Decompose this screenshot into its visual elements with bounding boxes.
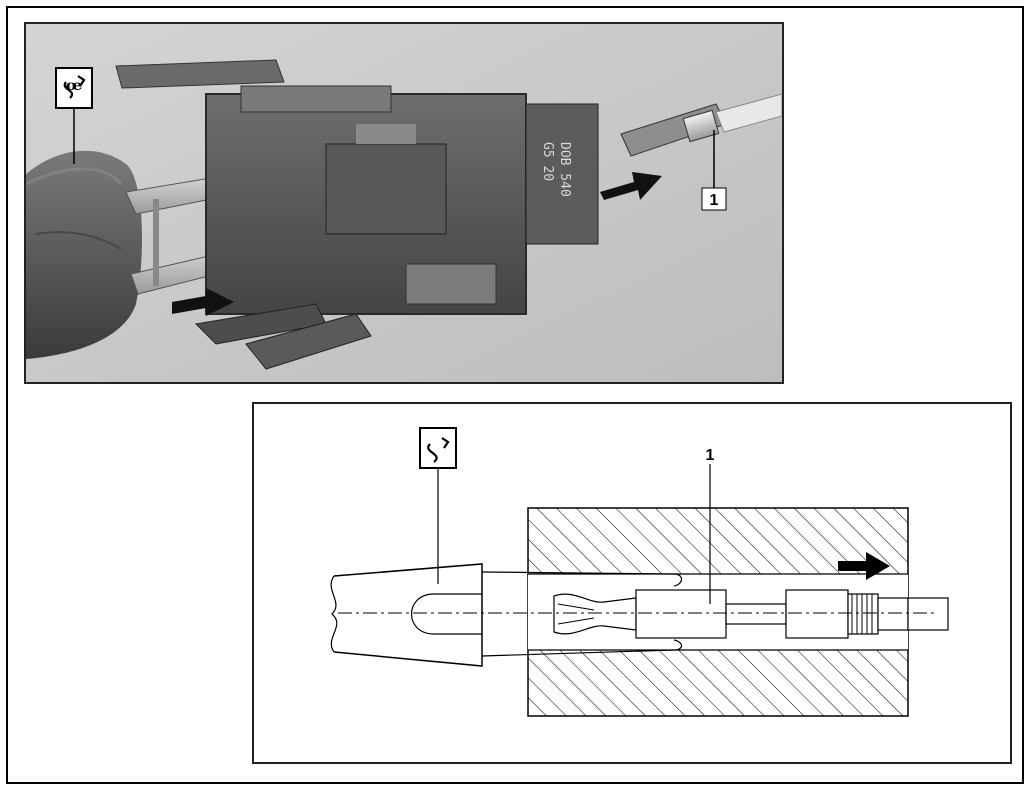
photo-illustration: DOB 540 G5 20 1 ꟹ (26, 24, 782, 382)
pull-arrow (838, 552, 890, 580)
connector-housing: DOB 540 G5 20 (115, 59, 599, 370)
contact-terminal (620, 93, 782, 157)
drawing-panel: 1 (252, 402, 1012, 764)
callout-box-1 (701, 187, 727, 211)
callout-label-1: 1 (706, 447, 715, 464)
special-tool-symbol-icon: ꟹ (55, 67, 93, 164)
push-arrow-left (172, 288, 234, 316)
photo-panel: DOB 540 G5 20 1 ꟹ (24, 22, 784, 384)
cross-section-drawing: 1 (330, 427, 949, 717)
special-tool-symbol-icon (419, 427, 457, 584)
svg-text:ꟹ: ꟹ (66, 76, 83, 106)
contact-section (553, 589, 949, 639)
pull-arrow-right (600, 172, 662, 200)
connector-marking-1: DOB 540 (557, 142, 572, 197)
callout-label-1: 1 (710, 192, 719, 209)
tool-handle (26, 150, 142, 359)
tool-body-section (330, 563, 683, 667)
connector-marking-2: G5 20 (540, 142, 555, 181)
